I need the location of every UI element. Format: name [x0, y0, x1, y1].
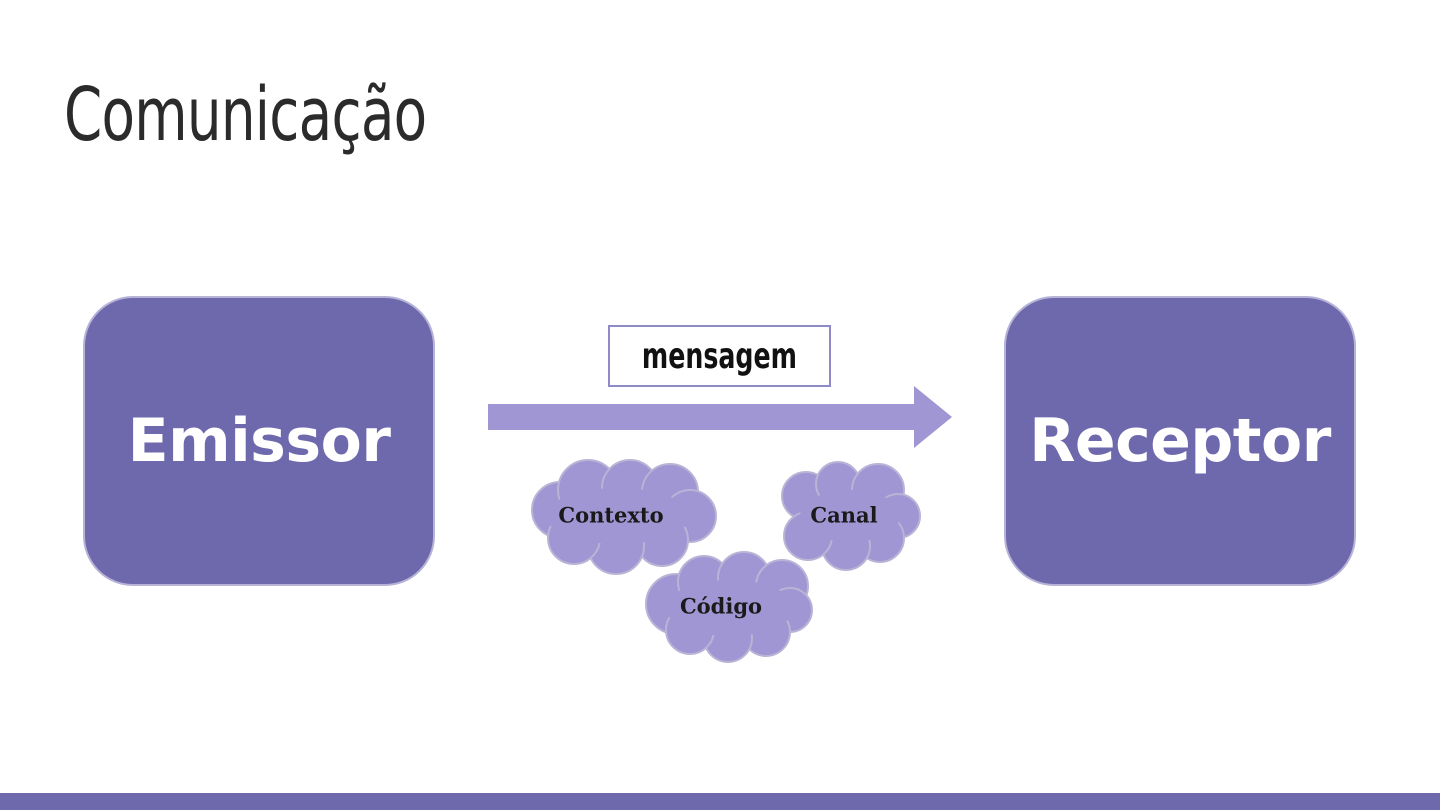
receiver-label: Receptor — [1029, 406, 1331, 476]
factor-canal: Canal — [810, 502, 878, 528]
slide-title: Comunicação — [64, 72, 427, 158]
factor-codigo: Código — [679, 593, 763, 619]
sender-box: Emissor — [83, 296, 435, 586]
bottom-accent-bar — [0, 793, 1440, 810]
factor-contexto: Contexto — [558, 502, 664, 528]
cloud-canal — [781, 461, 921, 571]
receiver-box: Receptor — [1004, 296, 1356, 586]
message-arrow — [488, 386, 952, 448]
sender-label: Emissor — [127, 406, 391, 476]
message-label: mensagem — [641, 335, 798, 377]
cloud-contexto — [531, 459, 717, 575]
message-box: mensagem — [608, 325, 831, 387]
arrow-shape — [488, 386, 952, 448]
cloud-codigo — [645, 551, 813, 663]
